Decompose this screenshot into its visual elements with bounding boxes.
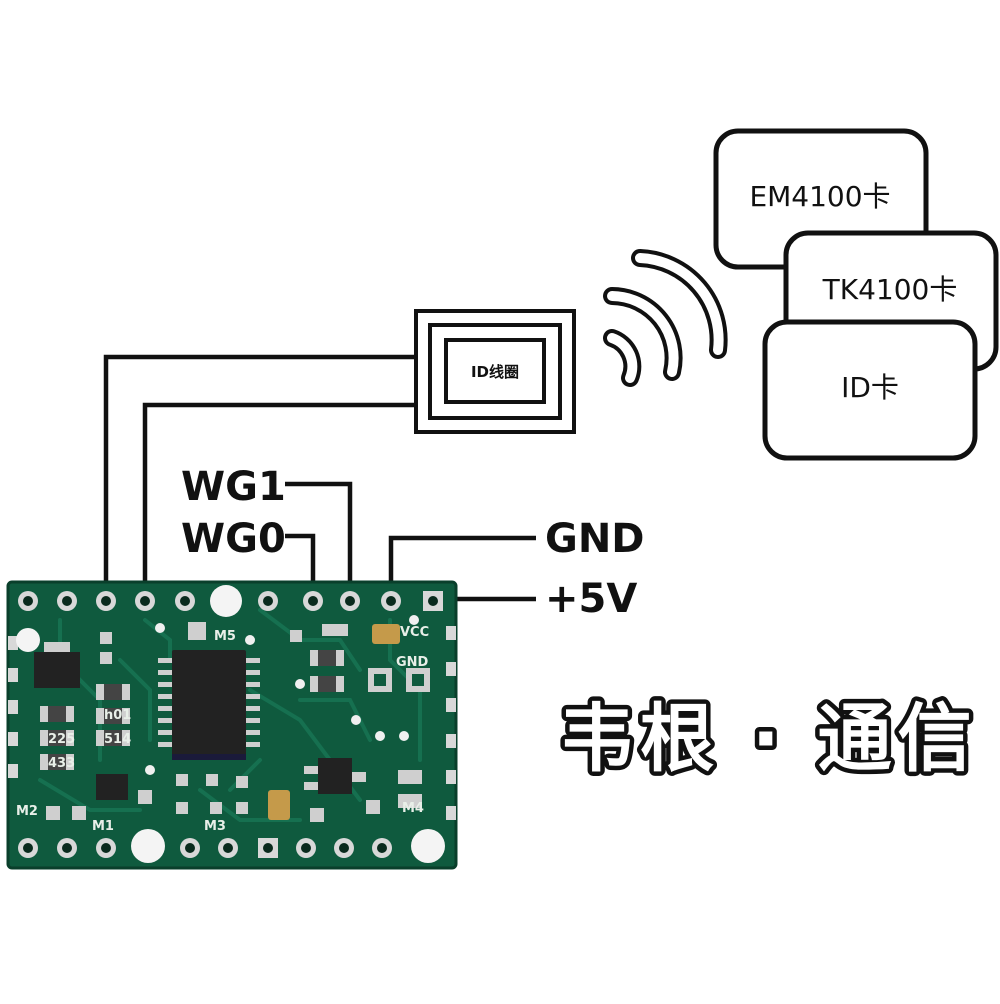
pcb-vias [145,615,419,775]
wire-wg1 [285,481,353,600]
silk-m5: M5 [214,629,236,644]
silk-225: 225 [48,732,75,747]
silk-gnd: GND [396,655,429,670]
card-id-label: ID卡 [841,371,899,404]
pcb-module: M5 M2 M1 M3 M4 GND VCC h01 514 225 433 [6,580,458,870]
silk-vcc: VCC [400,625,429,640]
wire-coil-inner [142,402,416,600]
pcb-small-components [34,624,430,820]
label-wg1: WG1 [181,464,286,510]
pcb-top-pins [18,585,443,617]
silk-m1: M1 [92,819,114,834]
rf-wave-icon [603,249,728,387]
silk-514: 514 [104,732,131,747]
wire-coil-outer [103,354,416,600]
silk-h01: h01 [104,708,131,723]
label-gnd: GND [545,516,645,562]
pcb-passives [40,622,422,822]
pcb-side-pads [8,626,456,820]
card-id: ID卡 [762,319,978,461]
silk-433: 433 [48,756,75,771]
silk-m4: M4 [402,801,424,816]
silk-m3: M3 [204,819,226,834]
card-em4100-label: EM4100卡 [749,180,890,213]
pcb-silkscreen: M5 M2 M1 M3 M4 GND VCC h01 514 225 433 [16,625,429,834]
pcb-main-ic [158,650,260,760]
wires [103,354,536,602]
pcb-bottom-pins [18,829,445,863]
wire-gnd [388,535,536,600]
brand-title: 韦根 · 通信 [560,696,978,782]
silk-m2: M2 [16,804,38,819]
wire-wg0 [285,533,316,600]
id-coil: ID线圈 [414,309,576,434]
label-5v: +5V [545,576,637,622]
label-wg0: WG0 [181,516,286,562]
coil-label: ID线圈 [471,363,519,381]
card-tk4100-label: TK4100卡 [822,273,958,306]
